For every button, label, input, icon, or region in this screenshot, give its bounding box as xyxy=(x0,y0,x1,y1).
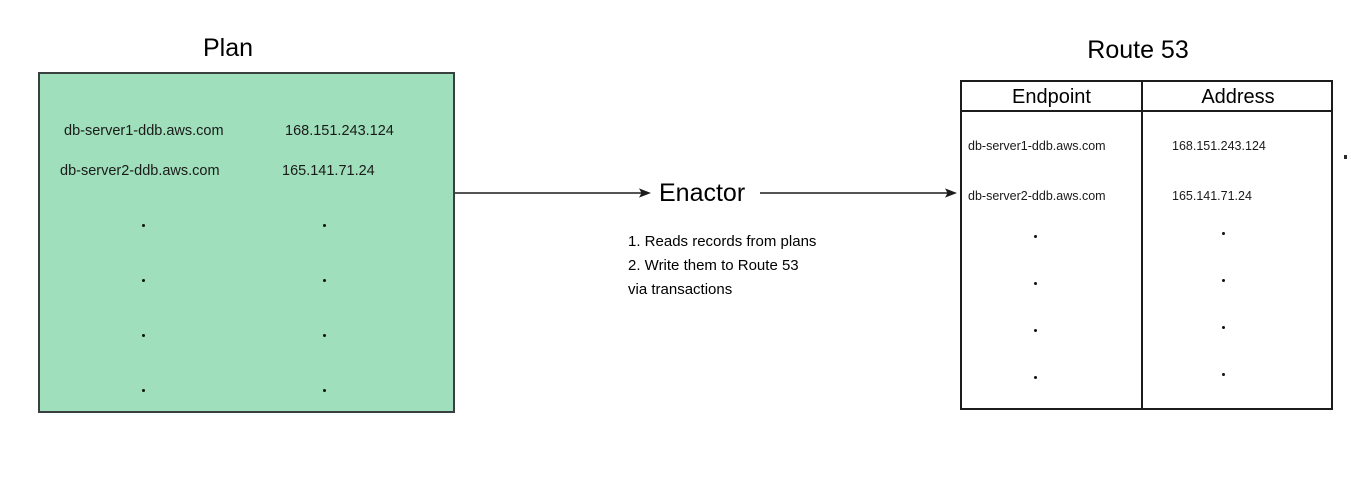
plan-row-endpoint: db-server2-ddb.aws.com xyxy=(60,163,220,179)
ellipsis-dot xyxy=(1221,232,1225,235)
plan-title: Plan xyxy=(202,34,254,62)
ellipsis-dot xyxy=(322,389,326,392)
ellipsis-dot xyxy=(322,279,326,282)
table-cell-address: 168.151.243.124 xyxy=(1172,139,1266,153)
ellipsis-dot xyxy=(1221,279,1225,282)
table-cell-endpoint: db-server1-ddb.aws.com xyxy=(968,139,1106,153)
enactor-note-line: 2. Write them to Route 53 xyxy=(628,257,799,274)
ellipsis-dot xyxy=(1033,235,1037,238)
plan-box: db-server1-ddb.aws.com 168.151.243.124 d… xyxy=(38,72,455,413)
ellipsis-dot xyxy=(141,334,145,337)
ellipsis-dot xyxy=(141,279,145,282)
ellipsis-dot xyxy=(141,389,145,392)
table-header-divider xyxy=(962,110,1331,112)
ellipsis-dot xyxy=(141,224,145,227)
arrow-enactor-to-route53-icon xyxy=(760,187,957,199)
ellipsis-dot xyxy=(1033,376,1037,379)
enactor-notes: 1. Reads records from plans 2. Write the… xyxy=(628,230,816,302)
ellipsis-dot xyxy=(1033,329,1037,332)
enactor-note-line: via transactions xyxy=(628,281,733,298)
route53-title: Route 53 xyxy=(1087,36,1189,64)
route53-table: Endpoint Address db-server1-ddb.aws.com … xyxy=(960,80,1333,410)
plan-row-address: 168.151.243.124 xyxy=(285,123,394,139)
table-cell-address: 165.141.71.24 xyxy=(1172,189,1252,203)
table-column-header-address: Address xyxy=(1201,86,1275,108)
enactor-note-line: 1. Reads records from plans xyxy=(628,233,817,250)
table-column-divider xyxy=(1141,82,1143,408)
ellipsis-dot xyxy=(1221,373,1225,376)
plan-address-ellipsis-icon xyxy=(319,224,329,392)
route53-address-ellipsis-icon xyxy=(1218,232,1228,420)
ellipsis-dot xyxy=(322,224,326,227)
plan-row-endpoint: db-server1-ddb.aws.com xyxy=(64,123,224,139)
plan-row-address: 165.141.71.24 xyxy=(282,163,375,179)
ellipsis-dot xyxy=(1221,326,1225,329)
table-column-header-endpoint: Endpoint xyxy=(1012,86,1091,108)
enactor-label: Enactor xyxy=(659,179,746,207)
ellipsis-dot xyxy=(1033,282,1037,285)
plan-endpoint-ellipsis-icon xyxy=(138,224,148,392)
arrow-plan-to-enactor-icon xyxy=(455,187,651,199)
route53-endpoint-ellipsis-icon xyxy=(1030,235,1040,423)
edge-speck-mark xyxy=(1344,155,1347,159)
ellipsis-dot xyxy=(322,334,326,337)
table-cell-endpoint: db-server2-ddb.aws.com xyxy=(968,189,1106,203)
